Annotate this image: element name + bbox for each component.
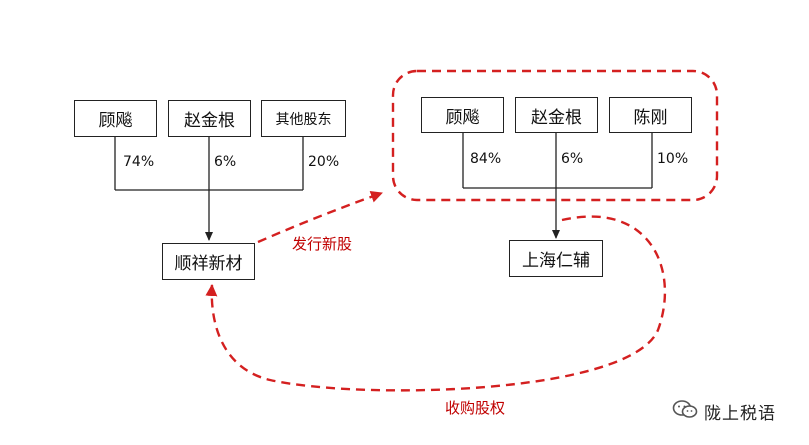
left-shareholder-others: 其他股东 bbox=[261, 100, 346, 137]
left-tree-lines bbox=[114, 137, 304, 241]
left-pct-zhao-jingen: 6% bbox=[214, 154, 237, 170]
right-shareholder-name: 陈刚 bbox=[633, 107, 668, 128]
left-company-shunxiang: 顺祥新材 bbox=[162, 243, 255, 280]
right-shareholder-gu-biao: 顾飚 bbox=[421, 97, 504, 133]
issue-shares-label: 发行新股 bbox=[292, 235, 353, 253]
right-shareholder-name: 顾飚 bbox=[445, 107, 480, 128]
acquire-equity-label: 收购股权 bbox=[445, 399, 506, 417]
left-pct-others: 20% bbox=[308, 154, 340, 170]
left-shareholder-name: 赵金根 bbox=[184, 111, 235, 131]
left-shareholder-zhao-jingen: 赵金根 bbox=[168, 100, 251, 137]
issue-shares-arrow bbox=[257, 191, 383, 244]
watermark: 陇上税语 bbox=[672, 398, 776, 424]
right-shareholder-name: 赵金根 bbox=[531, 107, 582, 128]
right-shareholder-zhao-jingen: 赵金根 bbox=[515, 97, 598, 133]
right-company-shanghai-renfu: 上海仁辅 bbox=[509, 240, 603, 277]
left-company-name: 顺祥新材 bbox=[174, 254, 243, 274]
right-shareholders-dashed-frame bbox=[391, 69, 719, 202]
right-company-name: 上海仁辅 bbox=[522, 251, 590, 271]
left-shareholder-name: 顾飚 bbox=[98, 111, 133, 131]
right-tree-lines bbox=[462, 133, 653, 239]
left-pct-gu-biao: 74% bbox=[123, 154, 155, 170]
left-shareholder-gu-biao: 顾飚 bbox=[74, 100, 157, 137]
right-shareholder-chen-gang: 陈刚 bbox=[609, 97, 692, 133]
acquire-equity-arrow bbox=[205, 215, 667, 392]
watermark-text: 陇上税语 bbox=[704, 403, 776, 424]
right-pct-zhao-jingen: 6% bbox=[561, 151, 584, 167]
wechat-icon bbox=[672, 399, 698, 423]
right-pct-chen-gang: 10% bbox=[657, 151, 689, 167]
right-pct-gu-biao: 84% bbox=[470, 151, 502, 167]
left-shareholder-name: 其他股东 bbox=[275, 111, 332, 128]
